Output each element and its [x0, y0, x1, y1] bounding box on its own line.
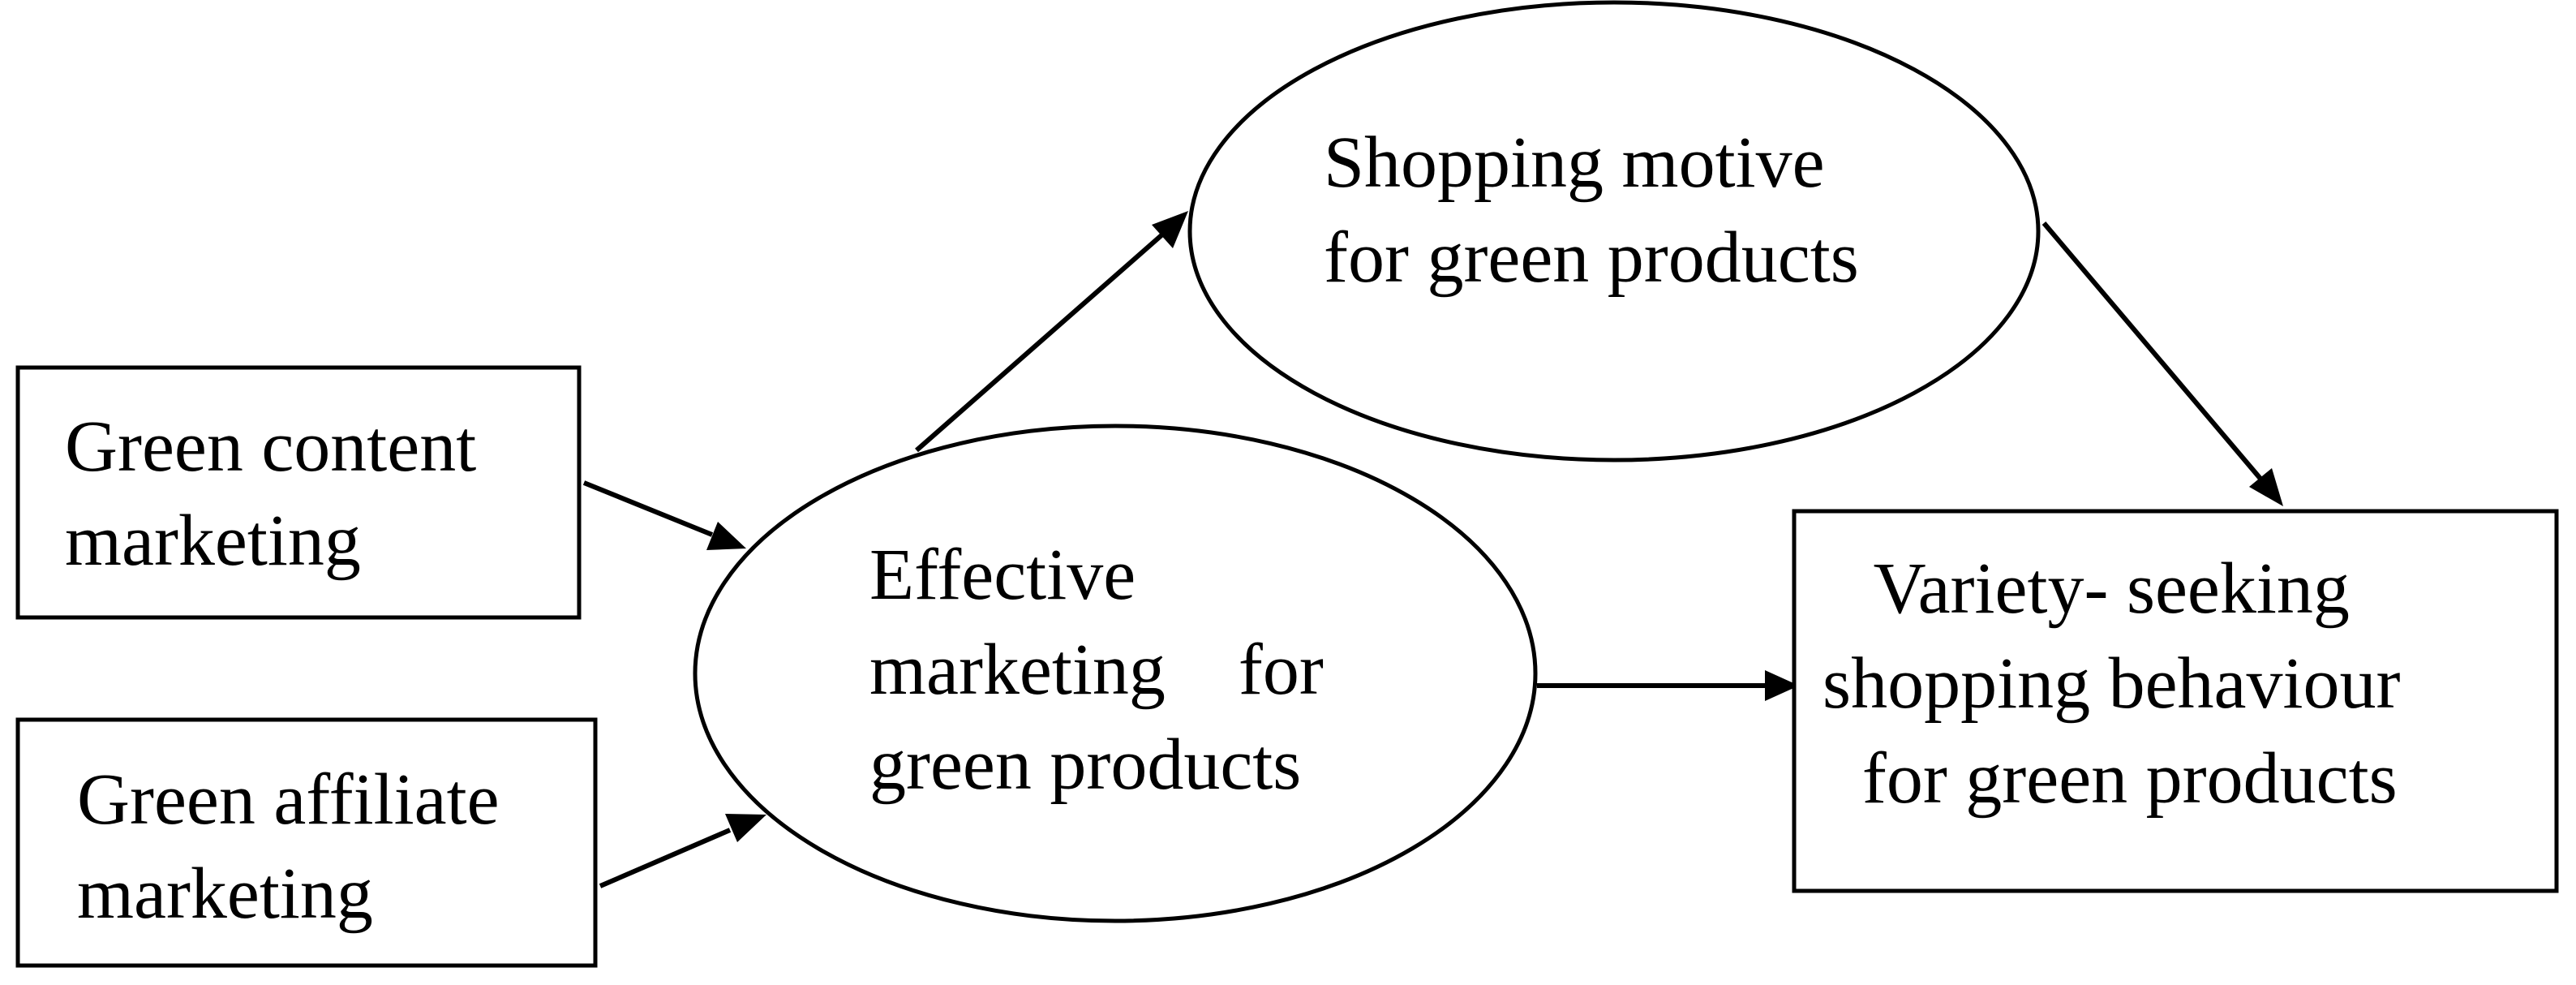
node-green-affiliate-marketing: Green affiliate marketing — [15, 717, 627, 968]
effective-marketing-line2: marketing for — [869, 630, 1324, 710]
variety-seeking-line2: shopping behaviour — [1823, 643, 2400, 724]
green-affiliate-marketing-line1: Green affiliate — [77, 759, 500, 840]
shopping-motive-ellipse — [1187, 0, 2041, 462]
node-effective-marketing: Effective marketing for green products — [693, 424, 1538, 923]
edges — [582, 211, 2283, 888]
arrowhead-content-to-effective — [706, 522, 746, 550]
node-variety-seeking: Variety- seeking shopping behaviour for … — [1792, 509, 2559, 893]
node-green-content-marketing: Green content marketing — [15, 365, 604, 620]
green-affiliate-marketing-box — [15, 717, 598, 968]
variety-seeking-box — [1792, 509, 2559, 893]
edge-effective-to-motive — [915, 233, 1163, 453]
variety-seeking-label: Variety- seeking shopping behaviour for … — [1823, 548, 2528, 819]
node-shopping-motive: Shopping motive for green products — [1187, 0, 2041, 462]
green-content-marketing-box — [15, 365, 582, 620]
green-affiliate-marketing-line2: marketing — [77, 854, 373, 934]
edge-content-to-effective — [582, 480, 714, 537]
green-affiliate-marketing-label: Green affiliate marketing — [77, 759, 627, 934]
arrowhead-effective-to-variety — [1765, 670, 1799, 701]
arrowhead-motive-to-variety — [2249, 468, 2283, 506]
effective-marketing-ellipse — [693, 424, 1538, 923]
shopping-motive-label: Shopping motive for green products — [1324, 123, 1952, 298]
green-content-marketing-label: Green content marketing — [65, 406, 604, 581]
green-content-marketing-line1: Green content — [65, 406, 476, 487]
green-content-marketing-line2: marketing — [65, 501, 361, 581]
edge-affiliate-to-effective — [599, 828, 732, 888]
arrowhead-effective-to-motive — [1152, 211, 1188, 248]
variety-seeking-line3: for green products — [1862, 738, 2398, 819]
edge-motive-to-variety — [2041, 222, 2263, 480]
variety-seeking-line1: Variety- seeking — [1874, 548, 2350, 629]
effective-marketing-line3: green products — [869, 725, 1301, 805]
arrowhead-affiliate-to-effective — [725, 814, 766, 842]
shopping-motive-line1: Shopping motive — [1324, 123, 1825, 203]
shopping-motive-line2: for green products — [1324, 217, 1859, 298]
effective-marketing-label: Effective marketing for green products — [869, 535, 1451, 805]
effective-marketing-line1: Effective — [869, 535, 1136, 615]
